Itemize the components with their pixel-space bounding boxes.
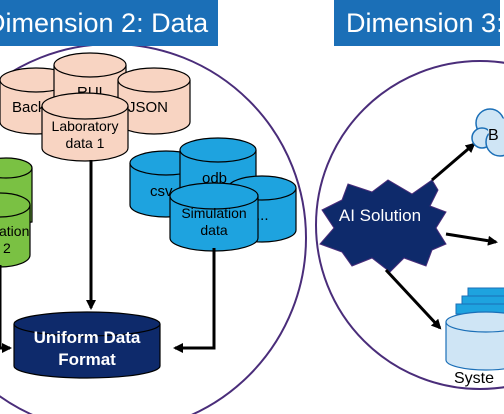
ellipsis-label: ... bbox=[256, 207, 269, 224]
laboratory-data-1-line1: Laboratory bbox=[52, 118, 119, 134]
simulation-data-line1: Simulation bbox=[181, 205, 246, 221]
csv-label: csv bbox=[150, 183, 173, 200]
cloud-label: B bbox=[488, 127, 499, 144]
dimension-3-title: Dimension 3: bbox=[346, 8, 504, 38]
system-label: Syste bbox=[454, 370, 494, 387]
dimension-3-circle bbox=[315, 60, 504, 390]
laboratory-data-1-database: Laboratory data 1 bbox=[41, 92, 129, 162]
green-label-line1: ation bbox=[0, 223, 29, 239]
ai-to-right-arrow bbox=[445, 232, 498, 246]
dimension-2-title: Dimension 2: Data bbox=[0, 8, 209, 38]
simulation-to-uniform-arrow bbox=[173, 248, 216, 353]
simulation-data-line2: data bbox=[200, 222, 227, 238]
simulation-data-database: Simulation data bbox=[169, 182, 259, 252]
green-label-line2: 2 bbox=[3, 240, 11, 256]
system-database-stack: Syste bbox=[445, 287, 504, 387]
uniform-data-format-line2: Format bbox=[58, 350, 116, 369]
ai-to-cloud-arrow bbox=[431, 142, 476, 182]
ai-solution-starburst bbox=[319, 179, 447, 273]
dimension-2-header: Dimension 2: Data bbox=[0, 0, 218, 46]
dimension-3-header: Dimension 3: bbox=[334, 0, 504, 46]
ai-to-system-arrow bbox=[384, 268, 442, 330]
back-label: Back bbox=[12, 99, 46, 116]
uniform-data-format-database: Uniform Data Format bbox=[13, 311, 161, 379]
json-label: JSON bbox=[128, 99, 168, 116]
laboratory-data-1-line2: data 1 bbox=[66, 135, 105, 151]
uniform-data-format-line1: Uniform Data bbox=[34, 328, 141, 347]
green-to-uniform-arrow bbox=[0, 265, 12, 353]
green-simulation-database: ation 2 bbox=[0, 192, 31, 268]
ai-solution-label: AI Solution bbox=[339, 206, 421, 225]
cloud-icon: B bbox=[471, 108, 504, 157]
json-database: JSON bbox=[117, 67, 191, 135]
